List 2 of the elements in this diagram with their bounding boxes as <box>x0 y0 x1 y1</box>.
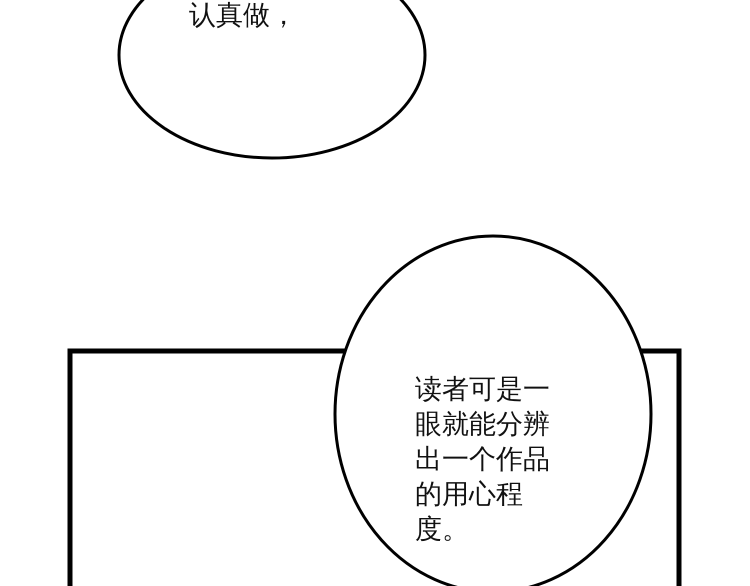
dialogue-text: 认真做， <box>189 0 298 33</box>
dialogue-text: 读者可是一眼就能分辨出一个作品的用心程度。 <box>415 373 551 547</box>
